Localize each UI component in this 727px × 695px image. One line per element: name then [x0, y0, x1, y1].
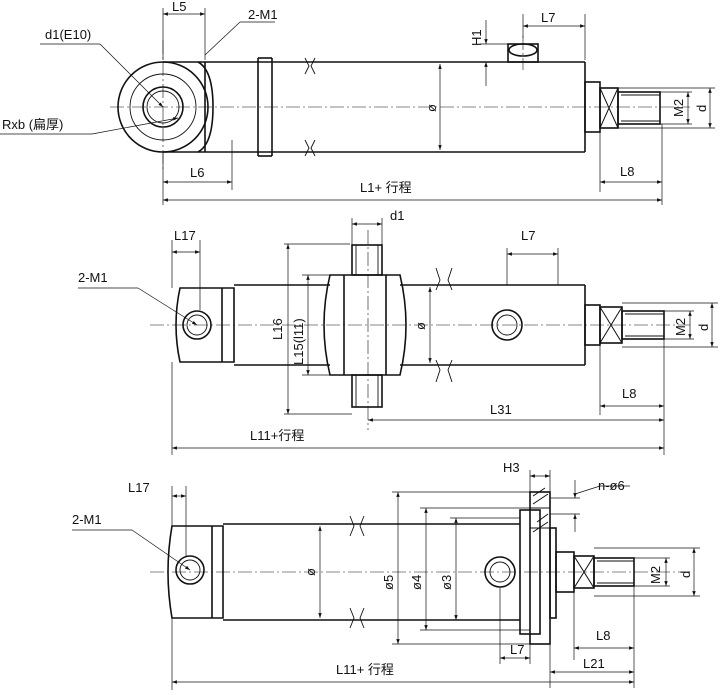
label-total-1: L1+ 行程	[360, 180, 412, 195]
label-rxb: Rxb (扁厚)	[2, 117, 63, 132]
label-2-m1: 2-M1	[248, 7, 278, 22]
view-trunnion-mount: L17 d1 L7 2-M1 L16 L15(l11) ø	[78, 208, 718, 455]
cylinder-body-3	[167, 487, 635, 645]
label-l6: L6	[190, 165, 204, 180]
dimensions-view-1: L5 2-M1 d1(E10) Rxb (扁厚) H1 L7 ø	[0, 0, 715, 205]
label-d-v3: d	[678, 571, 693, 578]
label-d1-e10: d1(E10)	[45, 27, 91, 42]
label-m2-v2: M2	[673, 318, 688, 336]
label-l16: L16	[270, 318, 285, 340]
cylinder-body-2	[175, 244, 665, 408]
label-n-phi6: n-ø6	[598, 478, 625, 493]
label-l21: L21	[583, 656, 605, 671]
label-d-v2: d	[696, 324, 711, 331]
label-phi4: ø4	[409, 575, 424, 590]
label-total-2: L11+行程	[250, 428, 304, 443]
label-d1-v2: d1	[390, 208, 404, 223]
dimensions-view-3: L17 2-M1 H3 n-ø6 ø ø5 ø4	[72, 460, 700, 690]
label-total-3: L11+ 行程	[336, 662, 394, 677]
label-phi-v2: ø	[413, 322, 428, 330]
label-h3: H3	[503, 460, 520, 475]
label-l7: L7	[541, 10, 555, 25]
label-l8-v3: L8	[596, 628, 610, 643]
label-l15: L15(l11)	[291, 318, 306, 365]
label-l8: L8	[620, 164, 634, 179]
label-l17-v2: L17	[174, 228, 196, 243]
label-phi5: ø5	[381, 575, 396, 590]
label-phi-v3: ø	[303, 568, 318, 576]
label-2-m1-v2: 2-M1	[78, 270, 108, 285]
label-m2: M2	[671, 99, 686, 117]
view-flange-mount: L17 2-M1 H3 n-ø6 ø ø5 ø4	[72, 460, 700, 690]
label-l7-v2: L7	[521, 228, 535, 243]
label-l7-v3: L7	[510, 642, 524, 657]
label-l5: L5	[172, 0, 186, 14]
label-l8-v2: L8	[622, 386, 636, 401]
label-2-m1-v3: 2-M1	[72, 512, 102, 527]
label-d: d	[694, 105, 709, 112]
label-m2-v3: M2	[648, 566, 663, 584]
label-phi: ø	[424, 104, 439, 112]
cylinder-body-1	[198, 36, 661, 157]
label-l17-v3: L17	[128, 480, 150, 495]
view-earring-mount: L5 2-M1 d1(E10) Rxb (扁厚) H1 L7 ø	[0, 0, 715, 205]
dimensions-view-2: L17 d1 L7 2-M1 L16 L15(l11) ø	[78, 208, 718, 455]
label-l31: L31	[490, 402, 512, 417]
label-phi3: ø3	[439, 575, 454, 590]
label-h1: H1	[469, 29, 484, 46]
